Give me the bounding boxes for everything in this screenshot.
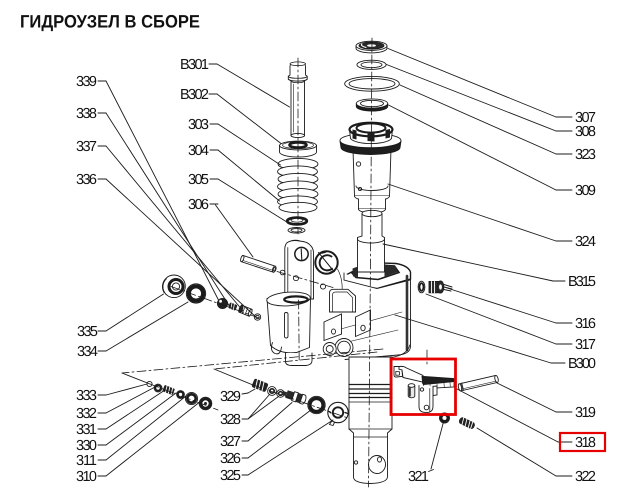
svg-text:307: 307 (575, 110, 596, 126)
svg-text:332: 332 (76, 406, 97, 422)
svg-text:338: 338 (76, 106, 97, 122)
svg-text:322: 322 (575, 469, 596, 485)
svg-text:ГИДРОУЗЕЛ В СБОРЕ: ГИДРОУЗЕЛ В СБОРЕ (20, 12, 200, 32)
svg-text:309: 309 (575, 183, 596, 199)
svg-text:327: 327 (220, 434, 241, 450)
svg-text:329: 329 (220, 389, 241, 405)
svg-text:308: 308 (575, 124, 596, 140)
svg-text:321: 321 (408, 469, 429, 485)
svg-text:325: 325 (220, 468, 241, 484)
svg-text:333: 333 (76, 388, 97, 404)
svg-text:335: 335 (77, 324, 98, 340)
svg-text:B300: B300 (568, 356, 596, 372)
svg-text:B315: B315 (568, 274, 596, 290)
svg-text:328: 328 (220, 412, 241, 428)
svg-text:326: 326 (220, 451, 241, 467)
svg-text:337: 337 (76, 139, 97, 155)
svg-text:310: 310 (76, 469, 97, 485)
svg-text:304: 304 (188, 143, 209, 159)
svg-text:323: 323 (575, 147, 596, 163)
svg-text:303: 303 (188, 117, 209, 133)
svg-text:318: 318 (575, 435, 596, 451)
svg-text:316: 316 (575, 316, 596, 332)
svg-text:305: 305 (188, 172, 209, 188)
svg-text:331: 331 (76, 422, 97, 438)
svg-text:334: 334 (77, 344, 98, 360)
svg-text:339: 339 (76, 74, 97, 90)
svg-text:319: 319 (575, 405, 596, 421)
svg-text:330: 330 (76, 438, 97, 454)
svg-text:B302: B302 (180, 87, 209, 103)
svg-text:306: 306 (188, 197, 209, 213)
svg-text:B301: B301 (180, 57, 209, 73)
svg-text:336: 336 (76, 172, 97, 188)
svg-text:311: 311 (76, 453, 97, 469)
svg-text:324: 324 (575, 234, 596, 250)
svg-text:317: 317 (575, 337, 596, 353)
